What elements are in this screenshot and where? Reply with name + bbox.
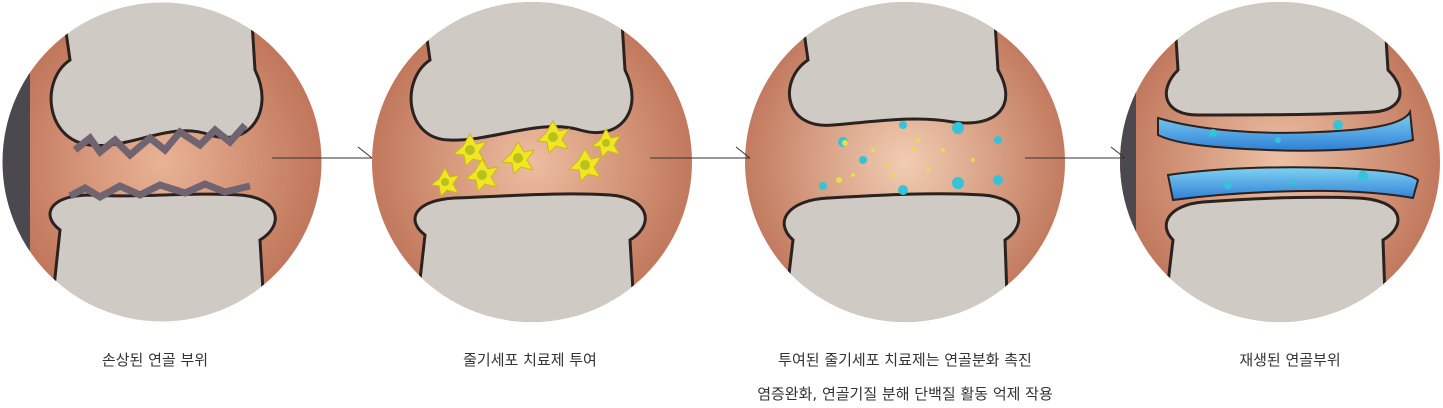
upper-bone [49, 2, 264, 148]
upper-bone [1164, 2, 1402, 117]
regen-particles [1209, 120, 1368, 189]
damaged-cartilage-top [72, 122, 248, 160]
caption-step-3-detail: 염증완화, 연골기질 분해 단백질 활동 억제 작용 [757, 385, 1053, 403]
caption-step-3: 투여된 줄기세포 치료제는 연골분화 촉진 [778, 351, 1032, 369]
damaged-cartilage-illustration [1, 1, 323, 323]
caption-step-1: 손상된 연골 부위 [101, 351, 209, 369]
yellow-dots [836, 138, 975, 183]
upper-bone [787, 2, 1008, 127]
stem-cell-injection-illustration [372, 2, 692, 322]
damaged-cartilage-bottom [68, 180, 251, 202]
lower-bone [781, 192, 1021, 322]
regenerated-cartilage-illustration [1120, 2, 1440, 322]
caption-step-4: 재생된 연골부위 [1239, 351, 1341, 369]
lower-bone [48, 192, 277, 322]
cyan-particles [819, 121, 1003, 195]
upper-bone [409, 2, 634, 142]
stem-cells [429, 120, 622, 198]
regenerated-cartilage-top [1157, 108, 1415, 152]
dark-edge [2, 2, 30, 322]
lower-bone [413, 192, 647, 322]
caption-step-2: 줄기세포 치료제 투여 [463, 351, 597, 369]
stem-cell-action-illustration [745, 2, 1065, 322]
arrow-3 [1025, 146, 1126, 159]
lower-bone [1161, 195, 1400, 322]
arrow-2 [650, 146, 751, 159]
arrow-1 [272, 146, 373, 159]
